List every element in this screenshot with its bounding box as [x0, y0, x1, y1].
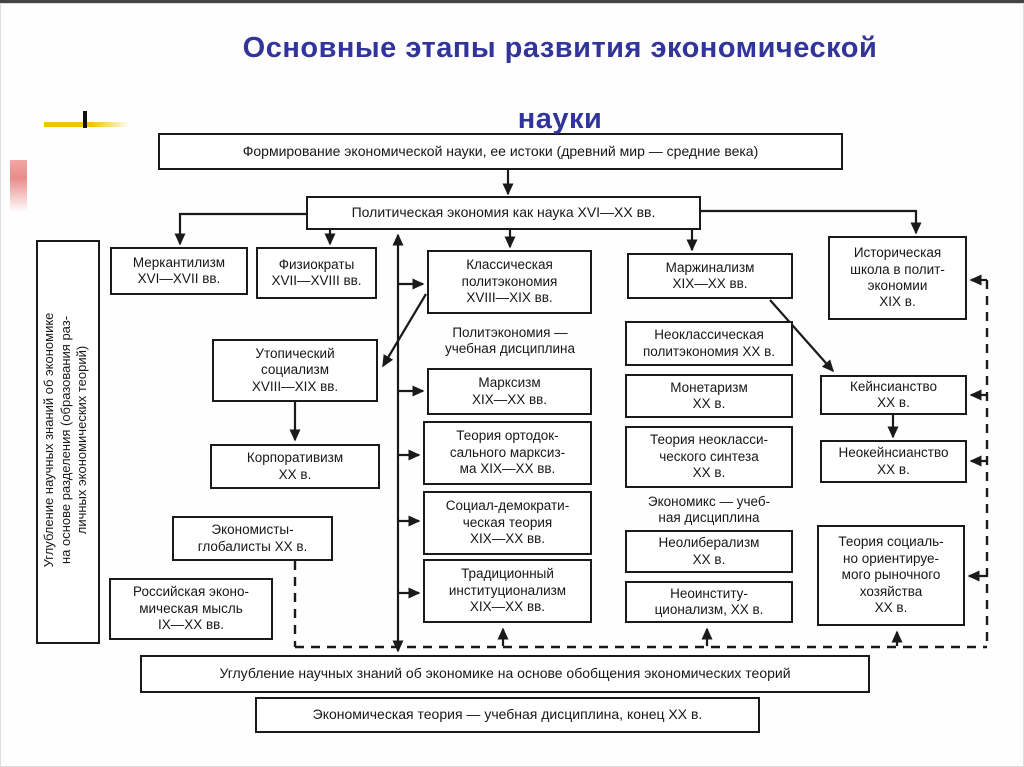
node-neoclassical-synthesis: Теория неокласси- ческого синтеза XX в.: [625, 426, 793, 488]
yellow-underline-decoration: [44, 122, 130, 127]
node-bottom-discipline: Экономическая теория — учебная дисциплин…: [255, 697, 760, 733]
cursor-tick-decoration: [83, 111, 87, 128]
node-monetarism: Монетаризм XX в.: [625, 374, 793, 418]
node-polit-economy: Политическая экономия как наука XVI—XX в…: [306, 196, 701, 230]
pink-bar-decoration: [10, 160, 27, 212]
node-traditional-institutionalism: Традиционный институционализм XIX—XX вв.: [423, 559, 592, 623]
node-left-rotated: Углубление научных знаний об экономике н…: [36, 240, 100, 644]
node-neoclassical: Неоклассическая политэкономия XX в.: [625, 321, 793, 366]
node-globalists: Экономисты- глобалисты XX в.: [172, 516, 333, 561]
label-politeconomy-discipline: Политэкономия — учебная дисциплина: [444, 324, 576, 356]
node-mercantilism: Меркантилизм XVI—XVII вв.: [110, 247, 248, 295]
node-social-market: Теория социаль- но ориентируе- мого рыно…: [817, 525, 965, 626]
slide-title: Основные этапы развития экономической на…: [242, 32, 878, 135]
node-historical-school: Историческая школа в полит- экономии XIX…: [828, 236, 967, 320]
node-bottom-generalization: Углубление научных знаний об экономике н…: [140, 655, 870, 693]
node-russian-thought: Российская эконо- мическая мысль IX—XX в…: [109, 578, 273, 640]
node-neoinstitutionalism: Неоинститу- ционализм, XX в.: [625, 581, 793, 623]
node-keynesianism: Кейнсианство XX в.: [820, 375, 967, 415]
node-marxism: Марксизм XIX—XX вв.: [427, 368, 592, 415]
node-formation: Формирование экономической науки, ее ист…: [158, 133, 843, 170]
node-utopian-socialism: Утопический социализм XVIII—XIX вв.: [212, 339, 378, 402]
node-neokeynesianism: Неокейнсианство XX в.: [820, 440, 967, 483]
node-corporatism: Корпоративизм XX в.: [210, 444, 380, 489]
node-left-rotated-text: Углубление научных знаний об экономике н…: [40, 312, 90, 568]
node-classical: Классическая политэкономия XVIII—XIX вв.: [427, 250, 592, 314]
node-marginalism: Маржинализм XIX—XX вв.: [627, 253, 793, 299]
label-economics-discipline: Экономикс — учеб- ная дисциплина: [647, 493, 771, 525]
node-neoliberalism: Неолиберализм XX в.: [625, 530, 793, 573]
node-social-democratic: Социал-демократи- ческая теория XIX—XX в…: [423, 491, 592, 555]
diagram-connectors: [174, 170, 989, 653]
node-orthodox-marxism: Теория ортодок- сального марксиз- ма XIX…: [423, 421, 592, 485]
node-physiocrats: Физиократы XVII—XVIII вв.: [256, 247, 377, 299]
